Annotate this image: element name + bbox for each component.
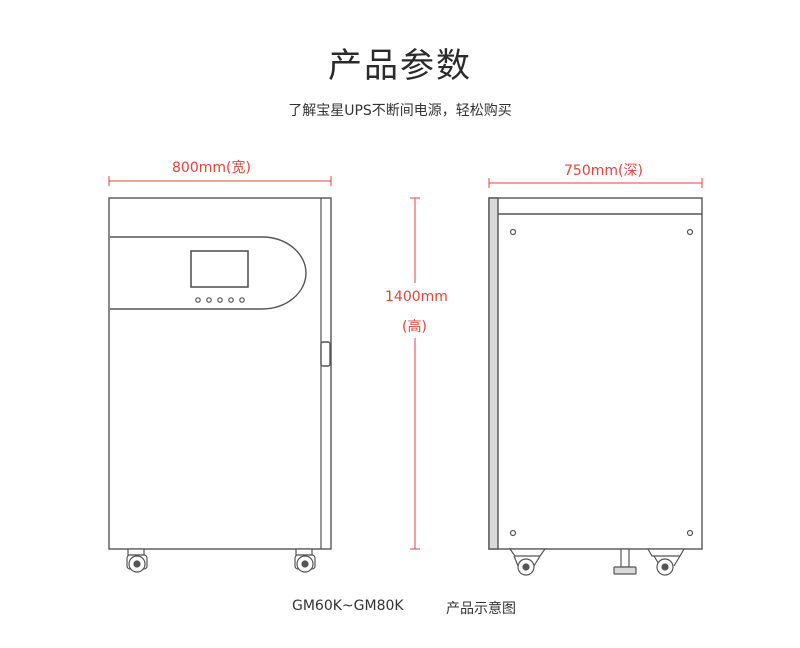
model-caption: GM60K~GM80K xyxy=(292,598,404,614)
side-leveling-foot xyxy=(613,548,637,575)
door-handle xyxy=(320,341,331,367)
front-left-caster xyxy=(126,548,148,573)
page-title: 产品参数 xyxy=(328,46,472,86)
height-dimension-line xyxy=(410,197,420,550)
height-dimension-value: 1400mm xyxy=(385,289,448,305)
side-view-screws xyxy=(509,228,694,537)
diagram-caption: 产品示意图 xyxy=(446,601,516,617)
side-view-cabinet xyxy=(488,197,703,550)
page-subtitle: 了解宝星UPS不断间电源，轻松购买 xyxy=(288,103,512,119)
control-buttons xyxy=(195,297,245,303)
width-dimension-line xyxy=(108,176,332,186)
front-right-caster xyxy=(294,548,316,573)
width-dimension-label: 800mm(宽) xyxy=(172,160,251,176)
height-dimension-note: (高) xyxy=(402,319,427,335)
front-view-cabinet xyxy=(108,197,332,550)
lcd-screen xyxy=(190,250,249,288)
depth-dimension-line xyxy=(488,178,703,188)
side-right-caster xyxy=(646,548,686,576)
side-left-caster xyxy=(508,548,547,576)
depth-dimension-label: 750mm(深) xyxy=(564,163,643,179)
